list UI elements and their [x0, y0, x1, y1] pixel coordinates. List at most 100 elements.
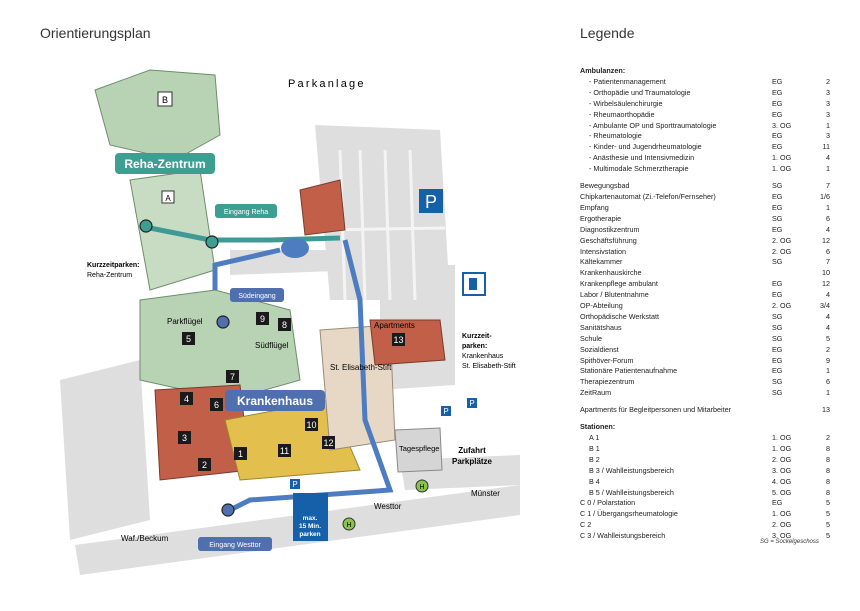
legend-row-pos: 8	[826, 487, 830, 497]
legend-row-pos: 8	[826, 443, 830, 453]
label-muenster: Münster	[471, 489, 500, 498]
legend-row: Chipkartenautomat (Zi.-Telefon/Fernseher…	[580, 192, 830, 203]
legend-row-name: Geschäftsführung	[580, 235, 637, 245]
ground-west	[60, 360, 150, 540]
building-number-13: 13	[392, 333, 405, 346]
plan-title: Orientierungsplan	[40, 25, 151, 41]
h-1: H	[419, 484, 424, 491]
legend-row-floor: SG	[772, 388, 783, 398]
label-kurz-reha-1: Kurzzeitparken:	[87, 262, 140, 269]
legend-row-pos: 1/6	[820, 191, 830, 201]
legend-row-floor: EG	[772, 224, 783, 234]
legend-row-floor: SG	[772, 322, 783, 332]
label-apartments: Apartments	[374, 321, 415, 330]
legend-row-pos: 5	[826, 520, 830, 530]
legend-row-floor: 3. OG	[772, 531, 792, 541]
building-number-11: 11	[278, 444, 291, 457]
legend-row-pos: 6	[826, 377, 830, 387]
legend-row-pos: 12	[822, 235, 830, 245]
legend-row-name: A 1	[589, 433, 600, 442]
p-small-3: P	[292, 480, 297, 489]
legend-row-name: - Rheumaorthopädie	[589, 109, 655, 119]
legend-row-floor: SG	[772, 377, 783, 387]
legend-row-name: C 0 / Polarstation	[580, 498, 636, 508]
legend-row-name: Schule	[580, 333, 602, 343]
ev-charging-icon	[462, 272, 486, 296]
legend-row-floor: 2. OG	[772, 301, 792, 311]
building-number-8: 8	[278, 318, 291, 331]
legend-row-pos: 7	[826, 181, 830, 191]
label-krankenhaus: Krankenhaus	[237, 394, 313, 408]
ambulanzen-title: Ambulanzen:	[580, 66, 626, 75]
legend-row: C 2 2. OG 5	[580, 520, 830, 531]
legend-row-floor: SG	[772, 257, 783, 267]
legend-row-name: Sozialdienst	[580, 344, 619, 354]
legend-row-pos: 1	[826, 202, 830, 212]
legend-row-name: Kältekammer	[580, 257, 623, 267]
legend-row-floor: 3. OG	[772, 465, 792, 475]
legend-row-floor: 1. OG	[772, 433, 792, 442]
suedeingang-tag: Südeingang	[230, 288, 284, 302]
label-suedeingang: Südeingang	[238, 293, 275, 300]
legend-row-floor: EG	[772, 87, 783, 97]
legend-row-pos: 1	[826, 164, 830, 174]
legend-row-name: C 2	[580, 520, 592, 530]
legend-row-name: Bewegungsbad	[580, 181, 630, 191]
label-westtor: Westtor	[374, 502, 402, 511]
legend-row-floor: EG	[772, 191, 783, 201]
legend-row-floor: EG	[772, 290, 783, 300]
legend-row-pos: 3	[826, 131, 830, 141]
label-kurz-kh-2: parken:	[462, 343, 487, 350]
paths	[149, 225, 394, 513]
legend-row-apartments: Apartments für Begleitpersonen und Mitar…	[580, 405, 830, 416]
map-text: 10	[306, 420, 316, 430]
legend-row-name: B 5 / Wahlleistungsbereich	[589, 487, 674, 497]
label-zufahrt-1: Zufahrt	[458, 446, 486, 455]
legend-row-pos: 8	[826, 454, 830, 464]
legend-row-floor: 1. OG	[772, 153, 792, 163]
legend-row-floor: EG	[772, 279, 783, 289]
legend-footnote: SG = Sockelgeschoss	[760, 539, 819, 545]
map-text: 5	[186, 334, 191, 344]
legend-row-name: Empfang	[580, 202, 609, 212]
legend-row-name: Labor / Blutentnahme	[580, 290, 649, 300]
legend-row-floor: EG	[772, 202, 783, 212]
legend-row-name: - Anästhesie und Intensivmedizin	[589, 153, 695, 163]
legend-row-pos: 6	[826, 246, 830, 256]
legend-row-floor: 2. OG	[772, 520, 792, 530]
label-parkanlage: Parkanlage	[288, 78, 366, 90]
building-number-12: 12	[322, 436, 335, 449]
map-text: 12	[323, 438, 333, 448]
legend-title: Legende	[580, 25, 635, 41]
legend-row-name: C 1 / Übergangsrheumatologie	[580, 509, 678, 519]
building-number-1: 1	[234, 447, 247, 460]
building-number-5: 5	[182, 332, 195, 345]
legend-row-floor: EG	[772, 355, 783, 365]
map-text: 2	[202, 460, 207, 470]
legend-row-floor: EG	[772, 142, 783, 152]
legend-row-name: B 4	[589, 476, 600, 486]
legend-row-pos: 3	[826, 87, 830, 97]
legend-row-floor: EG	[772, 131, 783, 141]
legend-row-floor: SG	[772, 213, 783, 223]
legend-row-pos: 1	[826, 366, 830, 376]
label-waf-beckum: Waf./Beckum	[121, 534, 169, 543]
eingang-reha-tag: Eingang Reha	[215, 204, 277, 218]
parking-sign: P	[419, 189, 443, 213]
legend-row-name: Krankenhauskirche	[580, 268, 642, 278]
map-text: 9	[260, 314, 265, 324]
